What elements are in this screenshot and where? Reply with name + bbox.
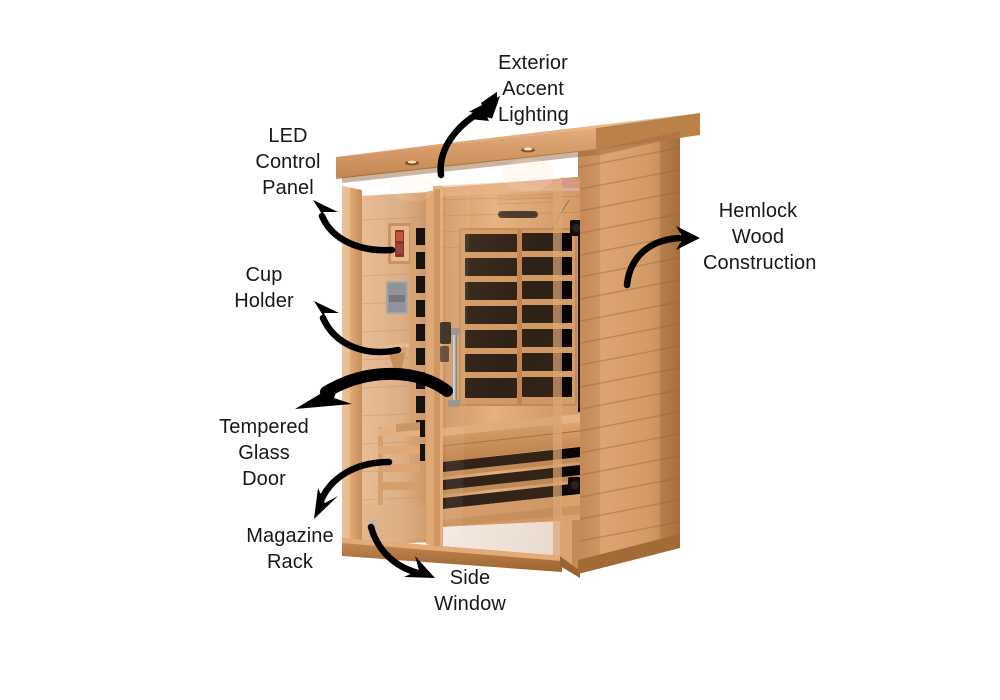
callout-led-control-panel: LED Control Panel xyxy=(255,125,321,199)
callout-tempered-glass-door: Tempered Glass Door xyxy=(219,416,309,490)
callout-exterior-accent-lighting: Exterior Accent Lighting xyxy=(498,52,569,126)
callout-cup-holder: Cup Holder xyxy=(234,264,294,312)
callout-magazine-rack: Magazine Rack xyxy=(246,525,334,573)
callout-hemlock-wood-construction: Hemlock Wood Construction xyxy=(703,200,817,274)
callout-side-window: Side Window xyxy=(434,567,506,615)
